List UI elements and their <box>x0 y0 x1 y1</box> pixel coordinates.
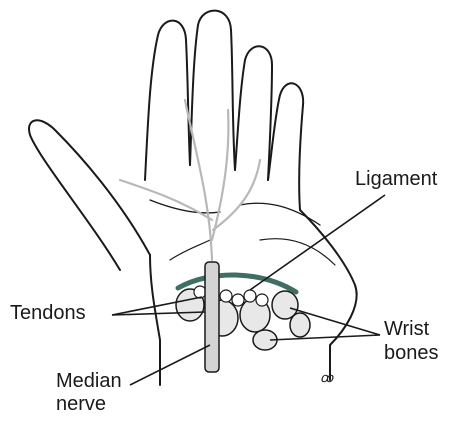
median-nerve-label-line1: Median <box>56 370 122 392</box>
wrist-left-edge <box>150 255 160 385</box>
tendons-label: Tendons <box>10 302 86 324</box>
wrist-bones-label-line1: Wrist <box>384 318 429 340</box>
index-finger-outline <box>145 21 190 180</box>
ring-finger-outline <box>235 46 272 180</box>
ligament-label: Ligament <box>355 168 437 190</box>
wrist-bones-label-line2: bones <box>384 342 439 364</box>
ligament-leader <box>250 195 385 290</box>
median-nerve <box>205 262 219 372</box>
artist-signature: ꝏ <box>320 370 333 386</box>
little-finger-outline <box>268 83 303 210</box>
thumb-outline <box>29 120 150 270</box>
median-nerve-label-line2: nerve <box>56 393 106 415</box>
wrist-bones-leader-2 <box>270 335 380 340</box>
median-nerve-leader <box>130 345 210 385</box>
